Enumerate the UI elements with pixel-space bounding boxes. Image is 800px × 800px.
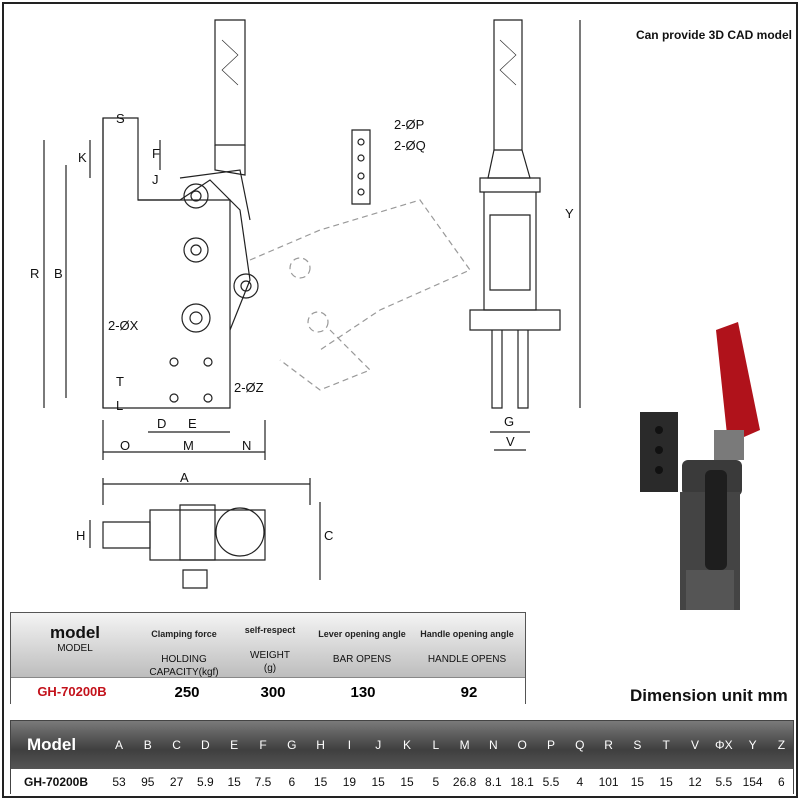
dim-val-15: 5.5 [542, 775, 560, 789]
dim-val-17: 101 [598, 775, 619, 789]
dim-col-2: C [172, 738, 181, 752]
dim-col-18: S [633, 738, 642, 752]
dim-val-4: 15 [227, 775, 241, 789]
dim-val-12: 26.8 [452, 775, 477, 789]
lbl-L: L [116, 398, 123, 413]
dim-val-2: 27 [169, 775, 184, 789]
dim-col-22: Y [748, 738, 757, 752]
dim-col-6: G [287, 738, 297, 752]
dim-col-1: B [143, 738, 152, 752]
spec-row-model: GH-70200B [37, 684, 107, 699]
dim-col-3: D [201, 738, 210, 752]
lbl-Y: Y [565, 206, 574, 221]
dim-val-6: 6 [288, 775, 296, 789]
dim-val-19: 15 [659, 775, 673, 789]
dimension-header: Model A B C D E F G H I J K L M N O P Q R S T V ΦX Y Z [11, 721, 793, 769]
dimension-table: Model A B C D E F G H I J K L M N O P Q R S T V ΦX Y Z GH-70200… [10, 720, 794, 795]
lbl-F: F [152, 146, 160, 161]
technical-drawing: S K F J R B 2-ØP 2-ØQ 2-ØX 2-ØZ T L D E … [30, 19, 760, 610]
lbl-B: B [54, 266, 63, 281]
lbl-X: 2-ØX [108, 318, 139, 333]
dim-val-3: 5.9 [197, 775, 214, 789]
spec-val-holding: 250 [174, 684, 200, 701]
dim-val-16: 4 [576, 775, 584, 789]
lbl-O: O [120, 438, 130, 453]
dim-val-13: 8.1 [485, 775, 502, 789]
dim-col-0: A [114, 738, 123, 752]
dim-col-17: R [604, 738, 613, 752]
lbl-Q: 2-ØQ [394, 138, 426, 153]
dimension-unit-note: Dimension unit mm [630, 686, 788, 705]
dim-col-5: F [259, 738, 267, 752]
product-photo [640, 322, 760, 610]
dim-val-20: 12 [688, 775, 702, 789]
dim-col-15: P [546, 738, 555, 752]
lbl-V: V [506, 434, 515, 449]
dim-val-9: 15 [371, 775, 385, 789]
lbl-M: M [183, 438, 194, 453]
spec-col-4: Handle opening angle HANDLE OPENS [420, 629, 514, 665]
dim-col-11: L [432, 738, 440, 752]
dim-col-12: M [459, 738, 470, 752]
spec-model-sub: MODEL [57, 643, 93, 654]
dim-val-7: 15 [313, 775, 328, 789]
spec-model-title: model [49, 623, 101, 642]
dimension-row-model: GH-70200B [23, 775, 89, 789]
dimension-row: GH-70200B 53 95 27 5.9 15 7.5 6 15 19 15 15 5 26.8 8.… [11, 769, 793, 795]
dim-val-0: 53 [112, 775, 126, 789]
dim-col-8: I [347, 738, 352, 752]
dim-col-20: V [690, 738, 699, 752]
lbl-J: J [152, 172, 159, 187]
lbl-K: K [78, 150, 87, 165]
lbl-E: E [188, 416, 197, 431]
dim-col-23: Z [777, 738, 786, 752]
spec-col-2: self-respect WEIGHT(g) [244, 625, 296, 674]
lbl-H: H [76, 528, 85, 543]
lbl-A: A [180, 470, 189, 485]
dim-val-5: 7.5 [254, 775, 272, 789]
lbl-G: G [504, 414, 514, 429]
dim-val-22: 154 [742, 775, 763, 789]
spec-val-handle: 92 [460, 684, 478, 701]
dim-col-13: N [489, 738, 498, 752]
spec-val-bar: 130 [350, 684, 376, 701]
lbl-C: C [324, 528, 333, 543]
lbl-N: N [242, 438, 251, 453]
dim-col-9: J [375, 738, 382, 752]
dim-col-10: K [402, 738, 411, 752]
spec-val-weight: 300 [260, 684, 286, 701]
dim-val-18: 15 [630, 775, 645, 789]
lbl-P: 2-ØP [394, 117, 424, 132]
spec-row: GH-70200B 250 300 130 92 [11, 677, 525, 705]
dim-col-19: T [662, 738, 670, 752]
lbl-D: D [157, 416, 166, 431]
dim-val-14: 18.1 [510, 775, 534, 789]
lbl-T: T [116, 374, 124, 389]
spec-col-3: Lever opening angle BAR OPENS [318, 629, 406, 665]
dimension-model-label: Model [27, 735, 77, 754]
lbl-S: S [116, 111, 125, 126]
lbl-R: R [30, 266, 39, 281]
dim-val-1: 95 [141, 775, 155, 789]
dim-col-21: ΦX [715, 738, 733, 752]
dim-val-11: 5 [432, 775, 440, 789]
dim-col-14: O [517, 738, 527, 752]
cad-note: Can provide 3D CAD model [635, 28, 792, 42]
dim-col-4: E [230, 738, 239, 752]
lbl-Z: 2-ØZ [234, 380, 264, 395]
dim-val-10: 15 [400, 775, 414, 789]
dim-col-16: Q [575, 738, 585, 752]
dim-val-23: 6 [778, 775, 785, 789]
dim-val-8: 19 [342, 775, 357, 789]
dim-val-21: 5.5 [715, 775, 733, 789]
dim-col-7: H [316, 738, 325, 752]
